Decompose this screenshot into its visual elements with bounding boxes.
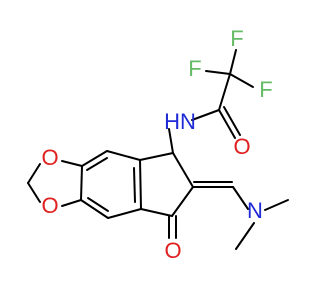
molecule-structure-diagram: F F F HN O O O N O — [27, 26, 289, 263]
amide-nitrogen-atom: HN — [164, 109, 196, 134]
dioxole-oxygen-atom-bottom: O — [41, 193, 58, 218]
bond-ar-5-4 — [80, 199, 109, 219]
bond-carbonyl-nh — [191, 109, 220, 121]
bond-c1-c2 — [172, 152, 194, 188]
fluorine-atom-top: F — [230, 26, 243, 51]
bond-ar-3a-7a — [139, 159, 142, 210]
bond-c-f-top — [229, 49, 237, 75]
fluorine-atom-left: F — [188, 56, 201, 81]
bond-ar-7a-7 — [106, 150, 141, 161]
bond-c-f-left — [205, 70, 231, 75]
bond-carbonyl-o-double-1 — [218, 109, 236, 139]
bond-c2-c3 — [171, 186, 194, 217]
bond-ar-6-5 — [80, 165, 83, 201]
molecule-canvas: F F F HN O O O N O — [27, 26, 289, 263]
atom-labels: F F F HN O O O N O — [41, 26, 272, 263]
bond-c-f-right — [229, 73, 254, 88]
bond-nh-c1 — [168, 128, 174, 154]
dioxole-oxygen-atom-top: O — [41, 145, 58, 170]
bond-c3-c3a — [140, 208, 173, 217]
bond-cf3-carbonyl — [218, 73, 231, 111]
bond-ar-inner-3 — [133, 167, 136, 203]
bond-c6-o-top — [61, 160, 83, 167]
bond-c5-o-bottom — [61, 199, 82, 207]
ketone-oxygen-atom: O — [164, 238, 181, 263]
bond-c1-c7a — [139, 152, 174, 161]
bond-ar-inner-1 — [86, 157, 108, 171]
amide-oxygen-atom: O — [233, 134, 250, 159]
bond-n-methyl-down — [235, 222, 255, 250]
bond-o-top-ch2 — [27, 163, 41, 184]
bond-ch-n — [232, 186, 249, 210]
dimethylamino-nitrogen-atom: N — [247, 198, 263, 223]
bond-ar-4-3a — [107, 208, 142, 219]
bond-carbonyl-o-double-2 — [223, 106, 241, 136]
bonds — [27, 49, 289, 250]
bond-ar-inner-2 — [87, 197, 109, 212]
bond-n-methyl-right — [264, 199, 289, 211]
bond-ar-7-6 — [81, 150, 108, 167]
bond-ch2-o-bottom — [27, 182, 41, 203]
fluorine-atom-right: F — [259, 77, 272, 102]
